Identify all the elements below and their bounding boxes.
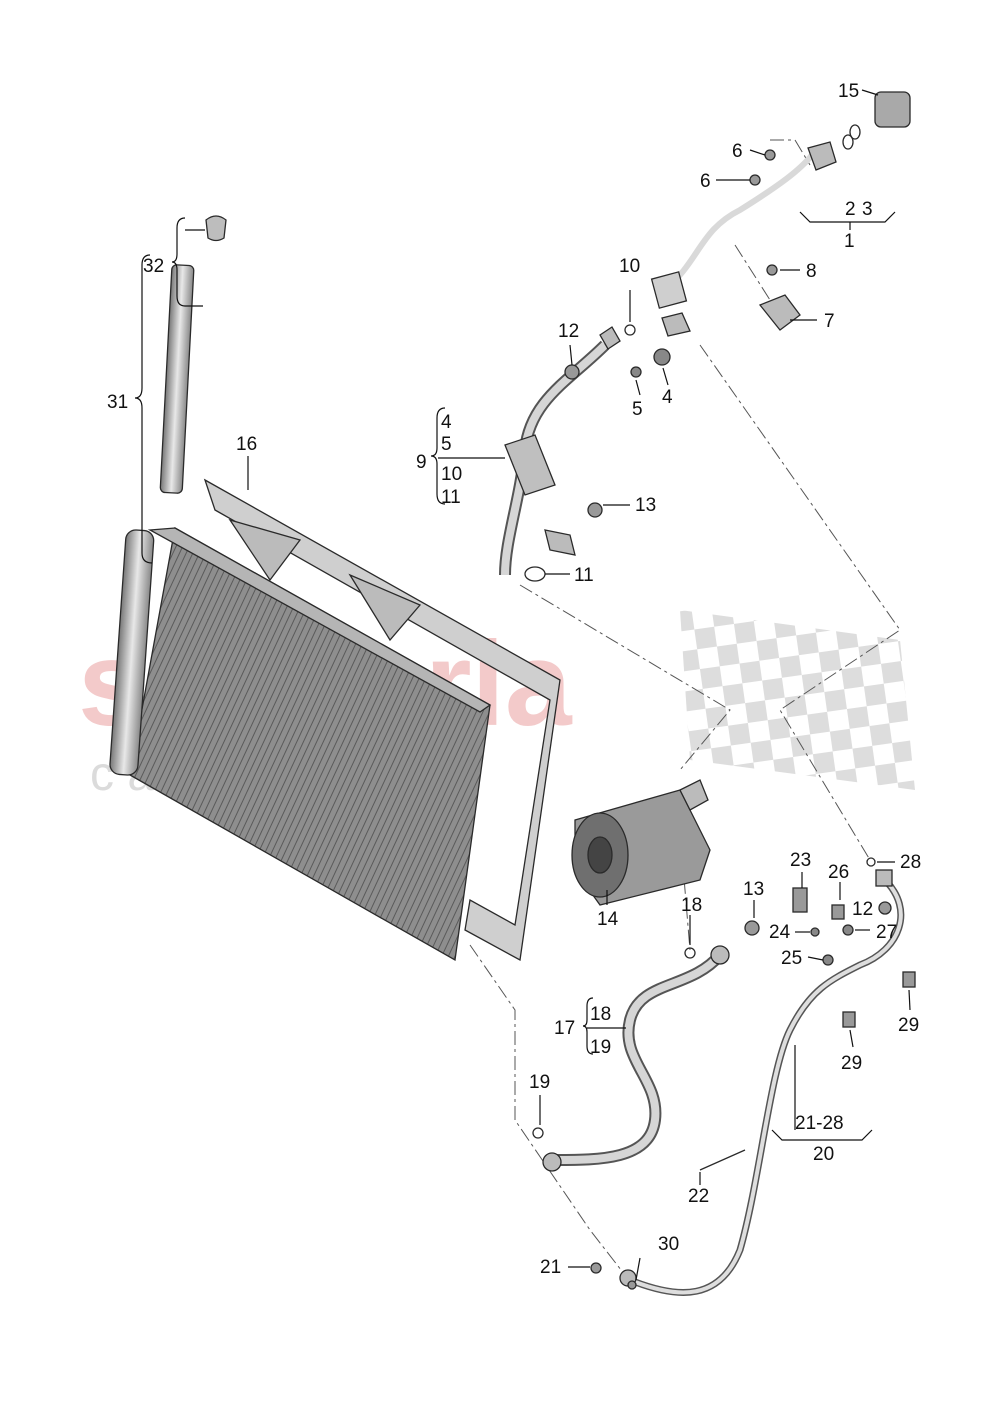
leader-lines <box>247 89 911 1281</box>
callout-14: 14 <box>597 909 619 930</box>
callout-5b: 5 <box>441 434 452 455</box>
pressure-sensor-23 <box>792 887 808 913</box>
callout-31: 31 <box>107 392 128 413</box>
callout-7: 7 <box>824 311 835 332</box>
nut-12b <box>878 901 892 915</box>
callout-19b: 19 <box>590 1037 611 1058</box>
o-ring-21 <box>590 1262 602 1274</box>
o-ring-18 <box>684 947 696 959</box>
nut-4 <box>653 348 671 366</box>
callout-18b: 18 <box>590 1004 611 1025</box>
callout-32: 32 <box>143 256 164 277</box>
bolt-13b <box>744 920 760 936</box>
watermark-checker-flag <box>680 610 915 790</box>
callout-12a: 12 <box>558 321 579 342</box>
cap-29a <box>842 1011 856 1028</box>
suction-line-17 <box>542 945 730 1172</box>
callout-20: 20 <box>813 1144 834 1165</box>
valve-24 <box>810 927 820 937</box>
callout-5a: 5 <box>632 399 643 420</box>
cap-29b <box>902 971 916 988</box>
cable-tie-22 <box>699 1149 746 1171</box>
callout-6a: 6 <box>732 141 743 162</box>
cap-26 <box>831 904 845 920</box>
bolt-30 <box>627 1280 637 1290</box>
callout-1: 1 <box>844 231 855 252</box>
callout-6b: 6 <box>700 171 711 192</box>
bolt-13a <box>587 502 603 518</box>
callout-12b: 12 <box>852 899 873 920</box>
callout-2: 2 <box>845 199 856 220</box>
callout-30: 30 <box>658 1234 679 1255</box>
callout-18a: 18 <box>681 895 702 916</box>
callout-22: 22 <box>688 1186 709 1207</box>
expansion-valve <box>874 91 911 128</box>
callout-9: 9 <box>416 452 427 473</box>
valve-25 <box>822 954 834 966</box>
callout-11a: 11 <box>441 487 461 508</box>
bolt-6a <box>764 149 776 161</box>
ac-compressor <box>571 779 711 906</box>
callout-27: 27 <box>876 922 897 943</box>
o-ring-10 <box>624 324 636 336</box>
callout-24: 24 <box>769 922 791 943</box>
bracket-7 <box>758 294 801 331</box>
valve-5 <box>630 366 642 378</box>
callout-15: 15 <box>838 81 859 102</box>
suction-line-1 <box>650 91 911 337</box>
callout-26: 26 <box>828 862 849 883</box>
o-ring-28 <box>866 857 876 867</box>
callout-11b: 11 <box>574 565 594 586</box>
callout-4a: 4 <box>662 387 673 408</box>
callout-25: 25 <box>781 948 802 969</box>
receiver-cap <box>205 215 227 242</box>
bolt-12 <box>564 364 580 380</box>
bolt-6b <box>749 174 761 186</box>
callout-10b: 10 <box>441 464 462 485</box>
callout-8: 8 <box>806 261 817 282</box>
o-ring-11 <box>524 566 546 582</box>
receiver-drier-tube <box>159 215 227 494</box>
callout-17: 17 <box>554 1018 575 1039</box>
callout-13b: 13 <box>743 879 764 900</box>
callout-29b: 29 <box>841 1053 862 1074</box>
callout-28: 28 <box>900 852 921 873</box>
callout-4b: 4 <box>441 412 452 433</box>
small-hardware <box>524 149 916 1290</box>
condenser <box>109 526 492 962</box>
callout-16: 16 <box>236 434 257 455</box>
callout-23: 23 <box>790 850 811 871</box>
callout-10a: 10 <box>619 256 640 277</box>
callout-labels: 15 6 6 2 3 1 8 7 10 12 4 5 4 5 9 10 11 1… <box>107 81 921 1278</box>
callout-3: 3 <box>862 199 873 220</box>
callout-19a: 19 <box>529 1072 550 1093</box>
bolt-8 <box>766 264 778 276</box>
callout-21-28: 21-28 <box>795 1113 844 1134</box>
valve-27 <box>842 924 854 936</box>
o-ring-19 <box>532 1127 544 1139</box>
condenser-frame <box>203 478 561 962</box>
callout-21: 21 <box>540 1257 561 1278</box>
pressure-line-20 <box>619 869 905 1296</box>
pressure-line-9 <box>499 326 621 576</box>
callout-29a: 29 <box>898 1015 919 1036</box>
callout-13a: 13 <box>635 495 656 516</box>
grouping-braces <box>134 211 896 1141</box>
